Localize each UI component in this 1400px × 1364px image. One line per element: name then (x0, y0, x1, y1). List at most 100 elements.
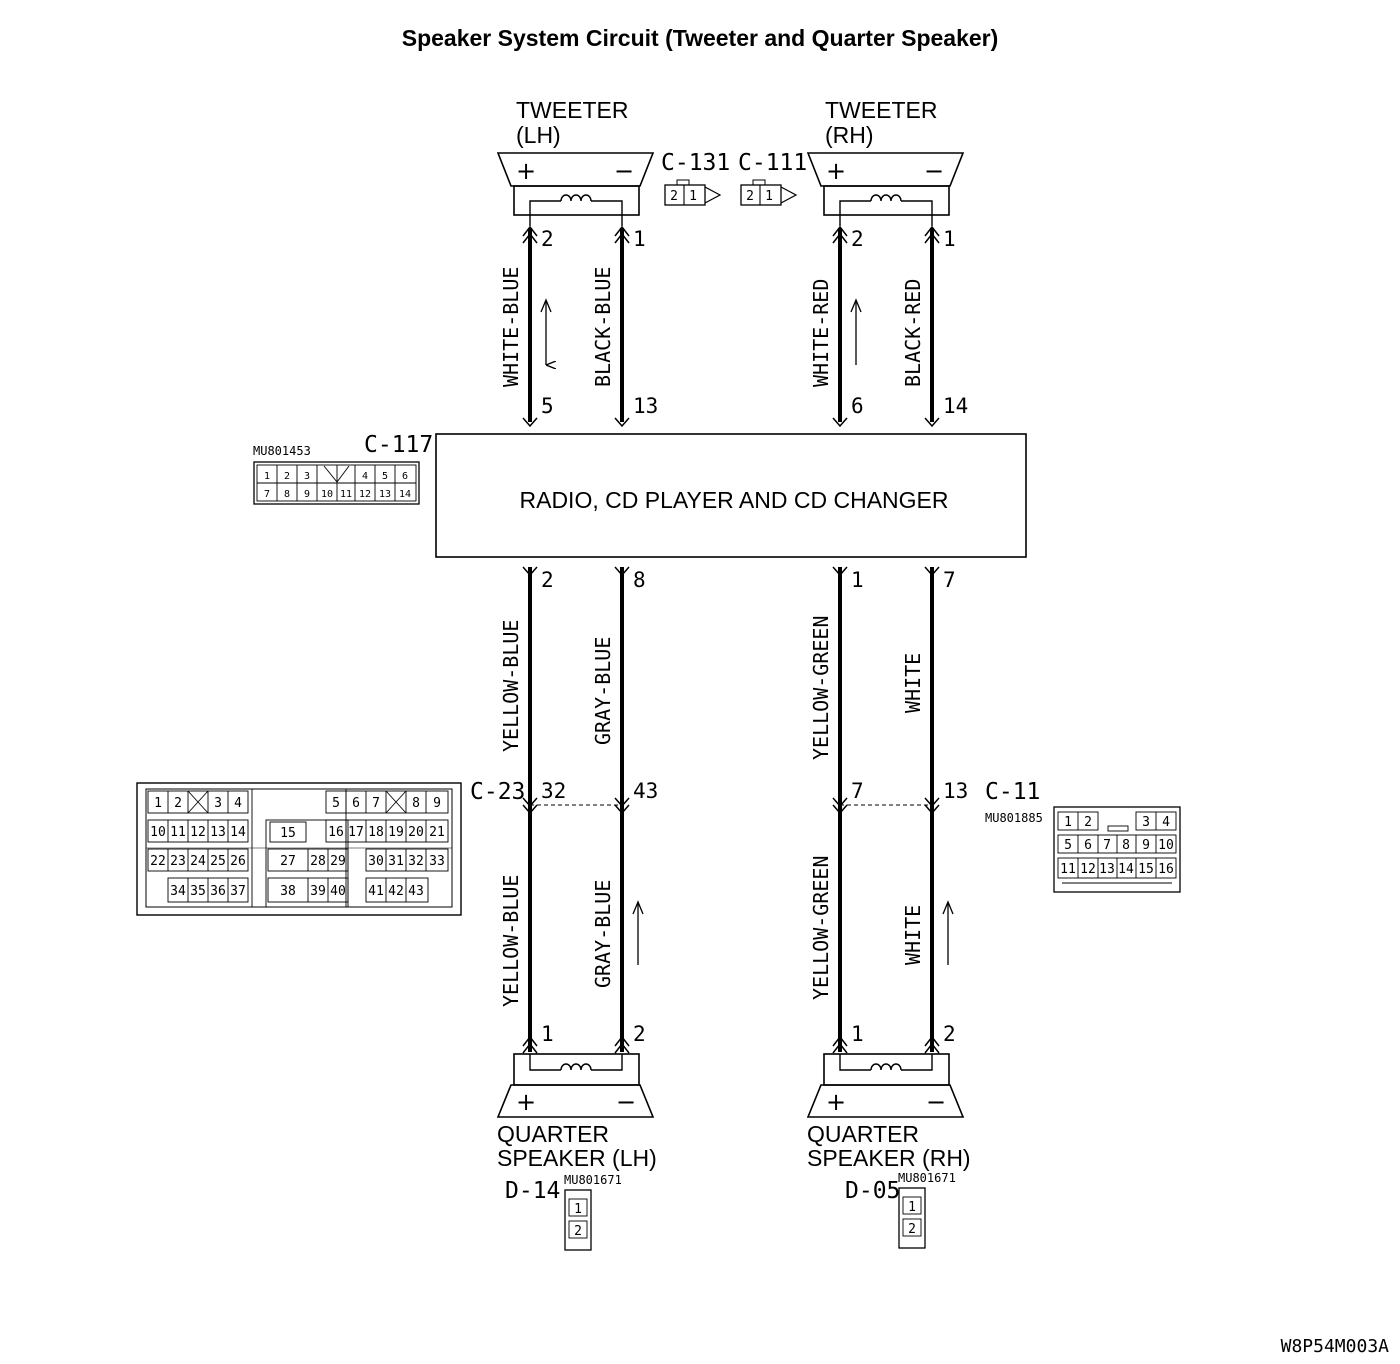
svg-text:6: 6 (1084, 838, 1092, 853)
wire-label-black-blue: BLACK-BLUE (591, 267, 615, 387)
quarter-speaker-lh: + − QUARTER SPEAKER (LH) D-14 MU801671 1… (496, 1053, 657, 1251)
svg-text:2: 2 (174, 796, 182, 811)
tweeter-lh-label-2: (LH) (516, 122, 561, 148)
tweeter-rh-label-2: (RH) (825, 122, 874, 148)
wire-label-yellow-green: YELLOW-GREEN (809, 856, 833, 1001)
tweeter-rh-minus: − (924, 157, 944, 185)
svg-text:3: 3 (304, 471, 310, 482)
d14-label: D-14 (505, 1178, 560, 1204)
svg-text:11: 11 (170, 825, 186, 840)
svg-text:2: 2 (284, 471, 290, 482)
quarter-speaker-rh: + − QUARTER SPEAKER (RH) D-05 MU801671 1… (806, 1053, 971, 1249)
wire-label-white-blue: WHITE-BLUE (499, 267, 523, 387)
svg-text:38: 38 (280, 884, 296, 899)
svg-text:25: 25 (210, 854, 226, 869)
c117-part-number: MU801453 (253, 444, 311, 458)
svg-text:8: 8 (633, 568, 646, 592)
svg-text:16: 16 (328, 825, 344, 840)
svg-text:3: 3 (1142, 815, 1150, 830)
svg-text:43: 43 (408, 884, 424, 899)
svg-text:1: 1 (574, 1202, 582, 1217)
svg-text:6: 6 (851, 394, 864, 418)
svg-text:30: 30 (368, 854, 384, 869)
svg-text:2: 2 (746, 189, 754, 204)
svg-text:23: 23 (170, 854, 186, 869)
svg-text:13: 13 (1099, 862, 1115, 877)
svg-text:42: 42 (388, 884, 404, 899)
svg-text:3: 3 (214, 796, 222, 811)
svg-text:15: 15 (280, 826, 296, 841)
svg-text:4: 4 (362, 471, 368, 482)
wire-label-white: WHITE (901, 905, 925, 965)
svg-text:8: 8 (1122, 838, 1130, 853)
tweeter-rh-speaker-symbol (806, 152, 965, 187)
quarter-rh-label-2: SPEAKER (RH) (807, 1145, 971, 1171)
radio-cd-unit-label: RADIO, CD PLAYER AND CD CHANGER (520, 487, 949, 513)
connector-c23-face (136, 782, 462, 916)
svg-text:37: 37 (230, 884, 246, 899)
svg-text:32: 32 (408, 854, 424, 869)
svg-text:14: 14 (1118, 862, 1134, 877)
tweeter-rh-label-1: TWEETER (825, 97, 937, 123)
connector-c117: C-117 MU801453 1 2 3 4 5 6 7 8 9 10 11 1… (253, 432, 433, 505)
svg-text:10: 10 (321, 489, 333, 500)
svg-text:+: + (826, 1088, 846, 1116)
svg-text:6: 6 (402, 471, 408, 482)
svg-text:20: 20 (408, 825, 424, 840)
svg-text:41: 41 (368, 884, 384, 899)
radio-cd-unit: RADIO, CD PLAYER AND CD CHANGER (435, 433, 1027, 558)
svg-text:5: 5 (541, 394, 554, 418)
quarter-lh-label-1: QUARTER (497, 1121, 609, 1147)
figure-code: W8P54M003A (1281, 1336, 1390, 1357)
svg-text:7: 7 (943, 568, 956, 592)
svg-text:2: 2 (541, 227, 554, 251)
connector-c11: MU801885 1 2 3 4 5 6 7 8 9 10 11 12 13 1… (985, 806, 1181, 893)
svg-text:1: 1 (851, 1022, 864, 1046)
svg-text:14: 14 (399, 489, 411, 500)
svg-text:13: 13 (633, 394, 658, 418)
wire-label-black-red: BLACK-RED (901, 279, 925, 387)
coil-icon (870, 1063, 902, 1071)
svg-text:1: 1 (264, 471, 270, 482)
connector-c131: C-131 2 1 (661, 150, 730, 206)
svg-text:2: 2 (633, 1022, 646, 1046)
wire-label-yellow-green: YELLOW-GREEN (809, 616, 833, 761)
svg-text:1: 1 (689, 189, 697, 204)
tweeter-rh-plus: + (826, 157, 846, 185)
svg-text:16: 16 (1158, 862, 1174, 877)
c23-label: C-23 (470, 779, 525, 805)
svg-text:27: 27 (280, 854, 296, 869)
svg-text:1: 1 (1064, 815, 1072, 830)
quarter-rh-label-1: QUARTER (807, 1121, 919, 1147)
quarter-lh-label-2: SPEAKER (LH) (497, 1145, 657, 1171)
svg-text:10: 10 (1158, 838, 1174, 853)
c11-part-number: MU801885 (985, 811, 1043, 825)
tweeter-rh: TWEETER (RH) + − (806, 97, 965, 226)
svg-text:−: − (616, 1088, 636, 1116)
svg-text:4: 4 (234, 796, 242, 811)
wire-label-yellow-blue: YELLOW-BLUE (499, 875, 523, 1007)
tweeter-lh-speaker-symbol (496, 152, 655, 187)
svg-text:5: 5 (382, 471, 388, 482)
svg-text:8: 8 (412, 796, 420, 811)
wire-label-yellow-blue: YELLOW-BLUE (499, 620, 523, 752)
quarter-rh-speaker-symbol (806, 1084, 965, 1118)
d14-part-number: MU801671 (564, 1173, 622, 1187)
svg-text:11: 11 (1060, 862, 1076, 877)
c117-label: C-117 (364, 432, 433, 458)
svg-text:18: 18 (368, 825, 384, 840)
svg-text:2: 2 (851, 227, 864, 251)
wire-label-white: WHITE (901, 653, 925, 713)
svg-text:1: 1 (943, 227, 956, 251)
svg-text:14: 14 (230, 825, 246, 840)
svg-text:2: 2 (541, 568, 554, 592)
svg-text:11: 11 (340, 489, 352, 500)
svg-text:5: 5 (1064, 838, 1072, 853)
tweeter-lh-minus: − (614, 157, 634, 185)
svg-text:9: 9 (433, 796, 441, 811)
svg-text:10: 10 (150, 825, 166, 840)
c11-label: C-11 (985, 779, 1040, 805)
svg-text:2: 2 (943, 1022, 956, 1046)
svg-text:12: 12 (190, 825, 206, 840)
